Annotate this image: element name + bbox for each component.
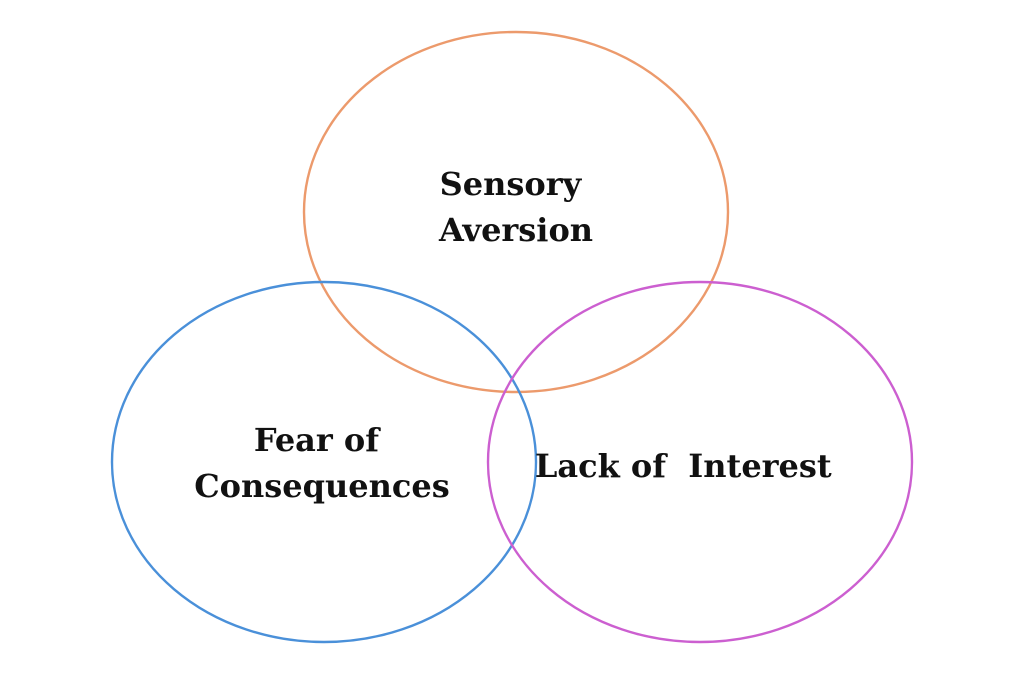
label-fear-of-consequences: Fear of Consequences [194, 421, 450, 505]
venn-circle-fear-of-consequences [110, 280, 538, 644]
venn-circle-sensory-aversion [302, 30, 730, 394]
label-sensory-aversion-line-1: Sensory [440, 165, 583, 203]
label-fear-of-consequences-line-1: Fear of [254, 421, 381, 459]
label-fear-of-consequences-line-2: Consequences [194, 467, 450, 505]
venn-circle-lack-of-interest [486, 280, 914, 644]
label-sensory-aversion-line-2: Aversion [438, 211, 593, 249]
label-lack-of-interest-line-1: Lack of Interest [535, 447, 832, 485]
label-sensory-aversion: Sensory Aversion [438, 165, 593, 249]
label-lack-of-interest: Lack of Interest [535, 447, 865, 485]
